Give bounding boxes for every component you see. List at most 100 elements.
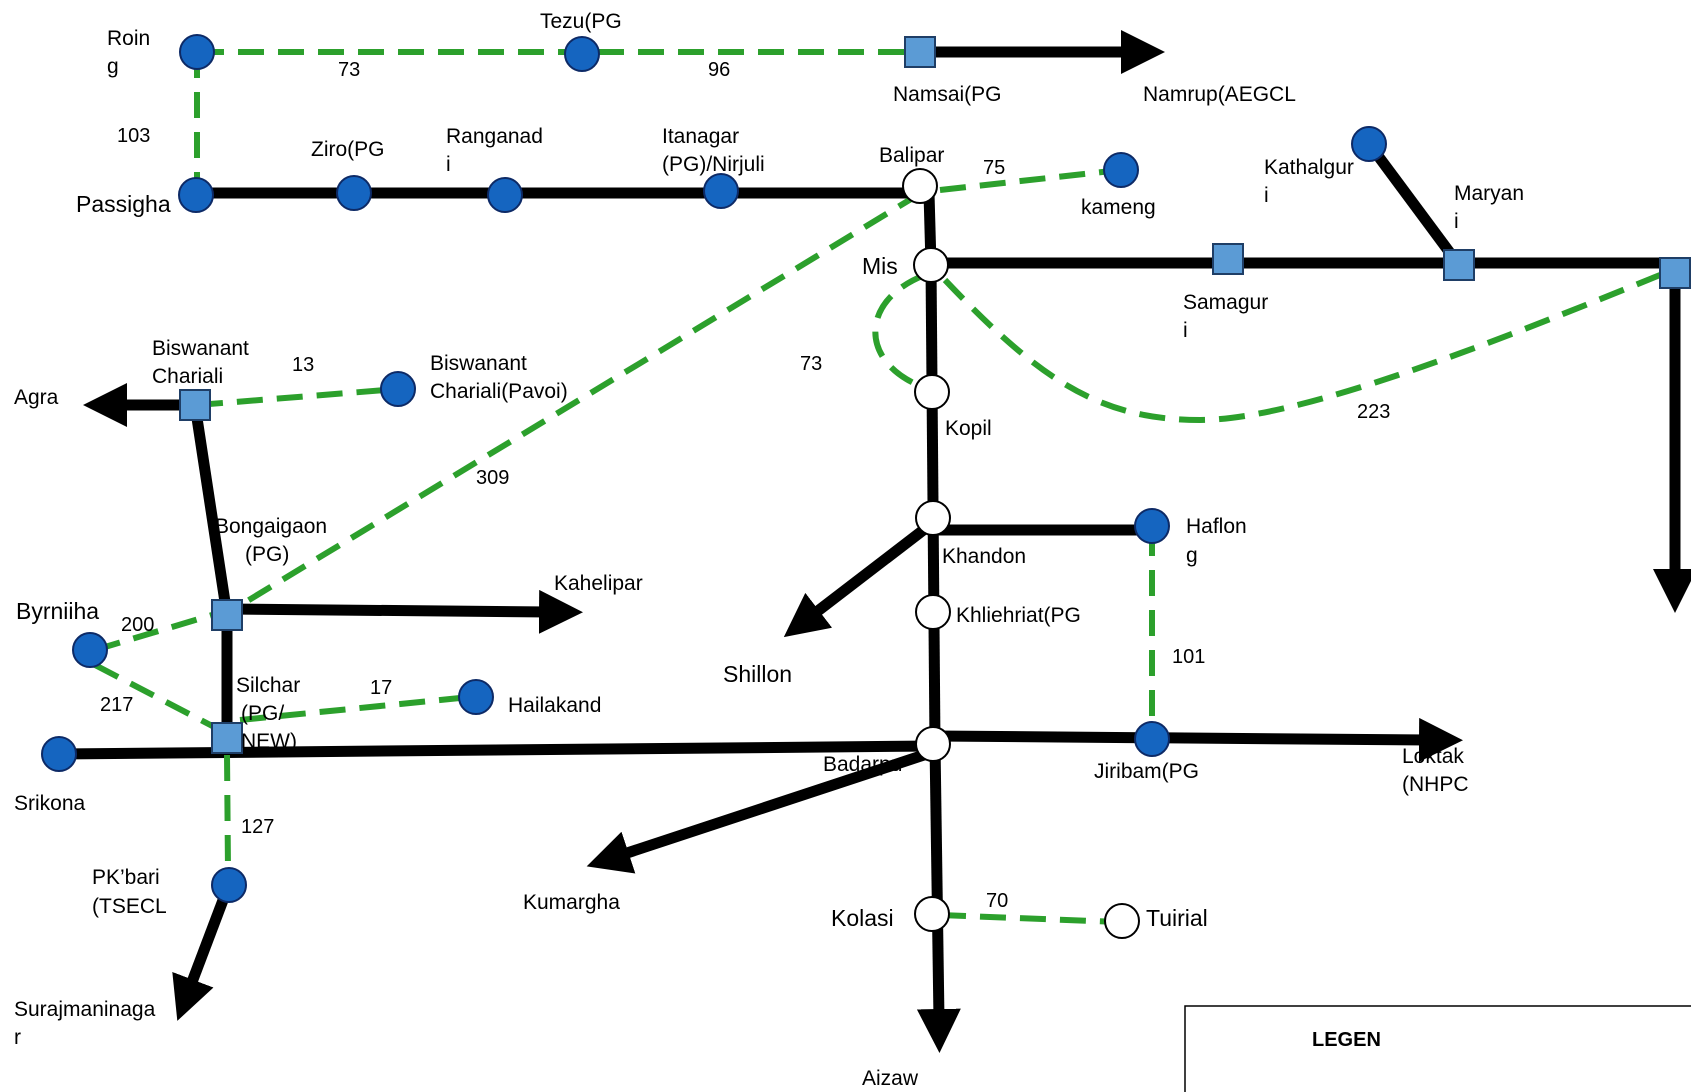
node-khliehriat[interactable] xyxy=(915,594,951,630)
label-biswanath-chariali-2: Chariali xyxy=(152,365,223,388)
distance-biswanath-pavoi: 13 xyxy=(292,354,314,376)
label-silchar-1: Silchar xyxy=(236,674,300,697)
node-hailakandi[interactable] xyxy=(458,679,494,715)
label-silchar-2: (PG/ xyxy=(241,702,284,725)
node-tuirial[interactable] xyxy=(1104,903,1140,939)
distance-misa-east: 223 xyxy=(1357,401,1390,423)
distance-byrnihat-silchar: 217 xyxy=(100,694,133,716)
distance-haflong-jiribam: 101 xyxy=(1172,646,1205,668)
node-biswanath-pavoi[interactable] xyxy=(380,371,416,407)
label-roing-1: Roin xyxy=(107,27,150,50)
node-tezu[interactable] xyxy=(564,36,600,72)
square-east-end[interactable] xyxy=(1659,257,1691,289)
dash-biswanath-pavoi xyxy=(196,386,399,408)
label-kathalguri-2: i xyxy=(1264,184,1269,207)
square-samaguri[interactable] xyxy=(1212,243,1244,275)
label-hailakandi: Hailakand xyxy=(508,694,601,717)
line-badarpur-kumarghat xyxy=(586,747,932,874)
square-biswanath-chariali[interactable] xyxy=(179,389,211,421)
node-kathalguri[interactable] xyxy=(1351,126,1387,162)
legend-title: LEGEN xyxy=(1312,1029,1381,1051)
label-aizawl: Aizaw xyxy=(862,1067,919,1090)
distance-byrnihat-bongaigaon: 200 xyxy=(121,614,154,636)
distance-balipara-bongaigaon: 309 xyxy=(476,467,509,489)
blue-nodes xyxy=(41,34,1387,903)
node-balipara[interactable] xyxy=(902,168,938,204)
node-srikona[interactable] xyxy=(41,736,77,772)
node-itanagar[interactable] xyxy=(703,173,739,209)
label-kopili: Kopil xyxy=(945,417,992,440)
node-kolasib[interactable] xyxy=(914,896,950,932)
node-misa[interactable] xyxy=(913,247,949,283)
node-haflong[interactable] xyxy=(1134,508,1170,544)
line-kathalguri-mariani xyxy=(1365,141,1464,269)
dash-misa-east xyxy=(942,272,1662,424)
node-byrnihat[interactable] xyxy=(72,632,108,668)
legend-box xyxy=(1184,1005,1691,1092)
label-misa: Mis xyxy=(862,253,898,279)
line-srikona-badarpur xyxy=(58,740,936,760)
dash-balipara-kameng xyxy=(939,167,1121,193)
label-namsai: Namsai(PG xyxy=(893,83,1002,106)
dash-kolasib-tuirial xyxy=(939,912,1119,925)
node-ziro[interactable] xyxy=(336,175,372,211)
line-biswanath-bongaigaon xyxy=(189,404,233,616)
label-mariani-1: Maryan xyxy=(1454,182,1524,205)
label-loktak-2: (NHPC xyxy=(1402,773,1469,796)
node-badarpur[interactable] xyxy=(915,726,951,762)
label-ranganadi-2: i xyxy=(446,153,451,176)
label-biswanath-pavoi-1: Biswanant xyxy=(430,352,527,375)
label-itanagar-1: Itanagar xyxy=(662,125,739,148)
label-kolasib: Kolasi xyxy=(831,905,894,931)
label-mariani-2: i xyxy=(1454,210,1459,233)
label-biswanath-chariali-1: Biswanant xyxy=(152,337,249,360)
distance-roing-passighat: 103 xyxy=(117,125,150,147)
node-kameng[interactable] xyxy=(1103,152,1139,188)
substation-squares xyxy=(179,36,1691,754)
node-roing[interactable] xyxy=(179,34,215,70)
label-samaguri-2: i xyxy=(1183,319,1188,342)
label-kameng: kameng xyxy=(1081,196,1156,219)
label-namrup: Namrup(AEGCL xyxy=(1143,83,1296,106)
label-roing-2: g xyxy=(107,55,119,78)
distance-misa-kopili: 73 xyxy=(800,353,822,375)
node-pk-bari[interactable] xyxy=(211,867,247,903)
dash-balipara-bongaigaon xyxy=(242,190,923,606)
distance-kolasib-tuirial: 70 xyxy=(986,890,1008,912)
node-passighat[interactable] xyxy=(178,177,214,213)
node-ranganadi[interactable] xyxy=(487,177,523,213)
square-bongaigaon[interactable] xyxy=(211,599,243,631)
label-jiribam: Jiribam(PG xyxy=(1094,760,1199,783)
label-surajmaninagar-1: Surajmaninaga xyxy=(14,998,156,1021)
station-labels: Roin g Tezu(PG Namsai(PG Namrup(AEGCL Pa… xyxy=(14,10,1524,1090)
label-haflong-1: Haflon xyxy=(1186,515,1247,538)
square-mariani[interactable] xyxy=(1443,249,1475,281)
label-samaguri-1: Samagur xyxy=(1183,291,1268,314)
label-pk-bari-1: PK’bari xyxy=(92,866,160,889)
node-khandong[interactable] xyxy=(915,500,951,536)
node-kopili[interactable] xyxy=(914,374,950,410)
dash-misa-kopili xyxy=(872,272,927,388)
label-pk-bari-2: (TSECL xyxy=(92,895,167,918)
label-kumarghat: Kumargha xyxy=(523,891,620,914)
label-badarpur: Badarpu xyxy=(823,753,902,776)
distance-labels: 73 96 103 75 13 73 223 309 200 17 217 10… xyxy=(100,59,1390,912)
label-byrnihat: Byrniiha xyxy=(16,598,99,624)
existing-lines xyxy=(58,30,1691,1053)
square-namsai[interactable] xyxy=(904,36,936,68)
distance-balipara-kameng: 75 xyxy=(983,157,1005,179)
open-nodes xyxy=(902,168,1140,939)
dash-byrnihat-silchar xyxy=(93,662,222,733)
label-khliehriat: Khliehriat(PG xyxy=(956,604,1081,627)
label-tezu: Tezu(PG xyxy=(540,10,622,33)
label-srikona: Srikona xyxy=(14,792,86,815)
distance-roing-tezu: 73 xyxy=(338,59,360,81)
distance-silchar-pkbari: 127 xyxy=(241,816,274,838)
square-silchar[interactable] xyxy=(211,722,243,754)
node-jiribam[interactable] xyxy=(1134,721,1170,757)
label-passighat: Passigha xyxy=(76,191,171,217)
label-tuirial: Tuirial xyxy=(1146,905,1208,931)
dash-silchar-pkbari xyxy=(224,754,231,871)
line-badarpur-loktak xyxy=(934,717,1463,762)
label-ranganadi-1: Ranganad xyxy=(446,125,543,148)
